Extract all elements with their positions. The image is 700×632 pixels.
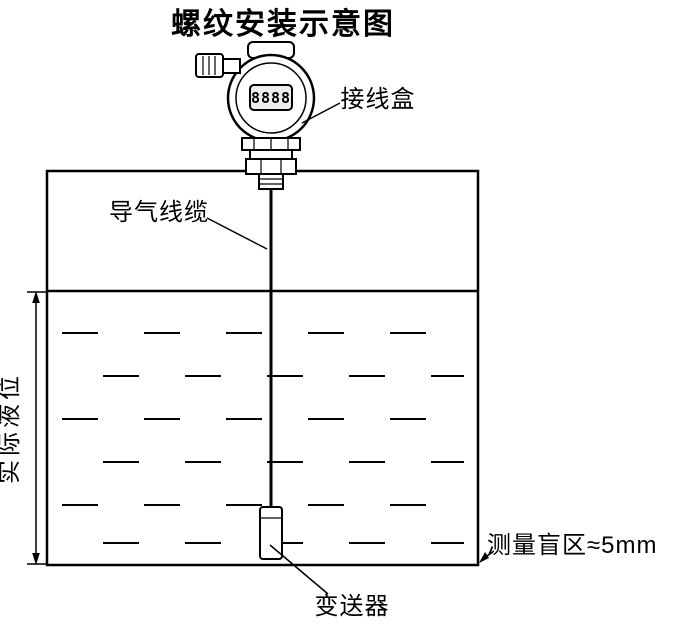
transmitter-label: 变送器 [315,593,390,620]
transmitter-device: 8888 [195,41,316,190]
probe-body [259,506,283,560]
air-cable-label: 导气线缆 [109,199,209,226]
diagram-title: 螺纹安装示意图 [171,7,395,41]
housing-bezel [235,62,307,134]
lcd-digits: 8888 [251,89,291,107]
water-texture-dashes [62,332,464,544]
dimension-arrowhead-down-icon [32,553,40,565]
cable-gland-connector [222,58,241,74]
actual-level-label: 实际液位 [0,372,23,484]
blind-zone-arrowhead-icon [479,552,489,563]
device-neck [249,149,293,160]
dimension-arrowhead-up-icon [32,291,40,303]
level-dimension [27,291,48,565]
threaded-stub [258,173,284,190]
lcd-display [249,84,293,111]
air-cable-leader [206,217,268,250]
probe [259,506,283,560]
blind-zone-label: 测量盲区≈5mm [487,532,658,559]
junction-box-leader [301,102,341,124]
junction-box-label: 接线盒 [341,86,416,113]
blind-zone-pointer [479,550,495,563]
transmitter-leader [269,544,329,595]
hex-nut [245,158,297,175]
